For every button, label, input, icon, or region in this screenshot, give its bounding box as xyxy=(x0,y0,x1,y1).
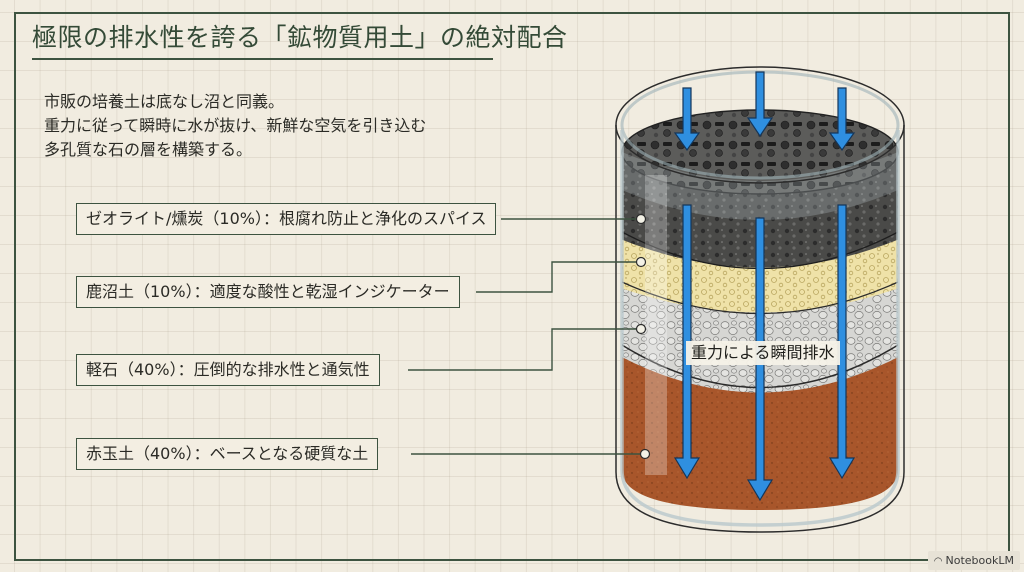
layer-label-pumice: 軽石（40%）：圧倒的な排水性と通気性 xyxy=(76,354,380,386)
connector-dots xyxy=(635,213,651,460)
jar-wall xyxy=(615,125,905,533)
intro-line: 市販の培養土は底なし沼と同義。 xyxy=(44,92,285,111)
intro-line: 多孔質な石の層を構築する。 xyxy=(44,140,253,159)
diagram-frame xyxy=(14,12,1010,561)
notebooklm-icon: ◠ xyxy=(933,556,943,567)
intro-line: 重力に従って瞬時に水が抜け、新鮮な空気を引き込む xyxy=(44,116,427,135)
arrow-down-icon xyxy=(673,87,701,152)
arrow-down-icon xyxy=(828,204,856,480)
title-underline xyxy=(32,58,493,60)
gravity-drainage-label: 重力による瞬間排水 xyxy=(686,341,840,365)
glass-highlight xyxy=(645,175,667,475)
page-title: 極限の排水性を誇る「鉱物質用土」の絶対配合 xyxy=(32,23,568,52)
notebooklm-watermark: ◠NotebookLM xyxy=(927,551,1020,570)
watermark-text: NotebookLM xyxy=(945,554,1014,567)
connector-lines xyxy=(408,218,645,455)
layer-label-kanuma: 鹿沼土（10%）：適度な酸性と乾湿インジケーター xyxy=(76,276,460,308)
arrow-down-icon xyxy=(828,87,856,152)
arrow-down-icon xyxy=(746,71,774,138)
layer-label-akadama: 赤玉土（40%）：ベースとなる硬質な土 xyxy=(76,438,379,470)
intro-text: 市販の培養土は底なし沼と同義。 重力に従って瞬時に水が抜け、新鮮な空気を引き込む… xyxy=(44,90,426,162)
layer-label-zeolite: ゼオライト/燻炭（10%）：根腐れ防止と浄化のスパイス xyxy=(76,203,497,235)
